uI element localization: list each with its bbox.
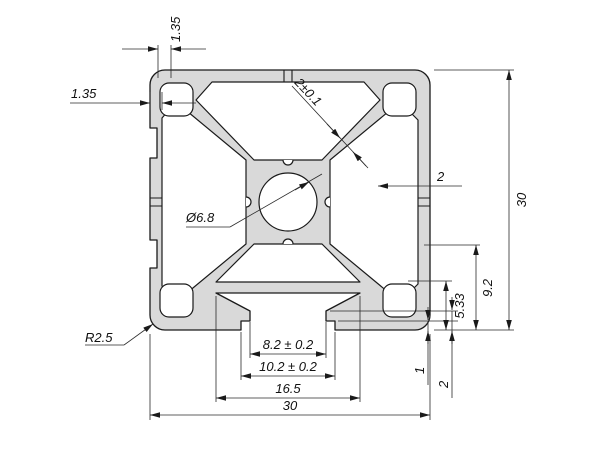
dim-label-corner-radius: R2.5 (85, 330, 113, 345)
dim-label-overall-width: 30 (283, 398, 298, 413)
dim-label-slot-mouth: 10.2 ± 0.2 (259, 359, 318, 374)
dim-label-lip-height-1: 1 (412, 367, 427, 374)
dim-label-overall-height: 30 (514, 192, 529, 207)
dim-arrow-web-b (352, 151, 367, 167)
corner-hole-bottom-left (159, 283, 194, 318)
dim-arrow-bore (294, 181, 310, 191)
dim-label-wall-right: 2 (436, 169, 445, 184)
cavity-top (195, 81, 381, 161)
island-notch-top (282, 159, 294, 166)
dim-label-slot-throat: 5.33 (452, 293, 467, 319)
corner-hole-top-right (382, 82, 417, 117)
dim-label-lip-height-2: 2 (436, 380, 451, 389)
dimensions: 1.35 1.35 2±0.1 2 30 9.2 5.33 Ø6.8 R2.5 … (70, 16, 529, 420)
dim-label-slot-opening: 8.2 ± 0.2 (263, 337, 314, 352)
island-notch-right (324, 196, 331, 208)
membrane-slit-lines (150, 70, 430, 207)
profile-section (149, 69, 431, 331)
corner-hole-bottom-right (382, 283, 417, 318)
dim-label-wall-left: 1.35 (71, 86, 97, 101)
dim-label-slot-width: 16.5 (275, 381, 301, 396)
dim-label-hole-wall-top: 1.35 (168, 16, 183, 42)
island-notch-bottom (282, 238, 294, 245)
island-notch-left (245, 196, 252, 208)
corner-hole-top-left (159, 82, 194, 117)
dim-label-slot-depth: 9.2 (480, 278, 495, 297)
cavity-bottom (215, 243, 361, 283)
extension-lines (149, 45, 514, 420)
dim-arrow-corner-radius (123, 323, 154, 346)
dim-arrow-web-a (326, 123, 341, 139)
dim-label-center-bore: Ø6.8 (185, 210, 215, 225)
